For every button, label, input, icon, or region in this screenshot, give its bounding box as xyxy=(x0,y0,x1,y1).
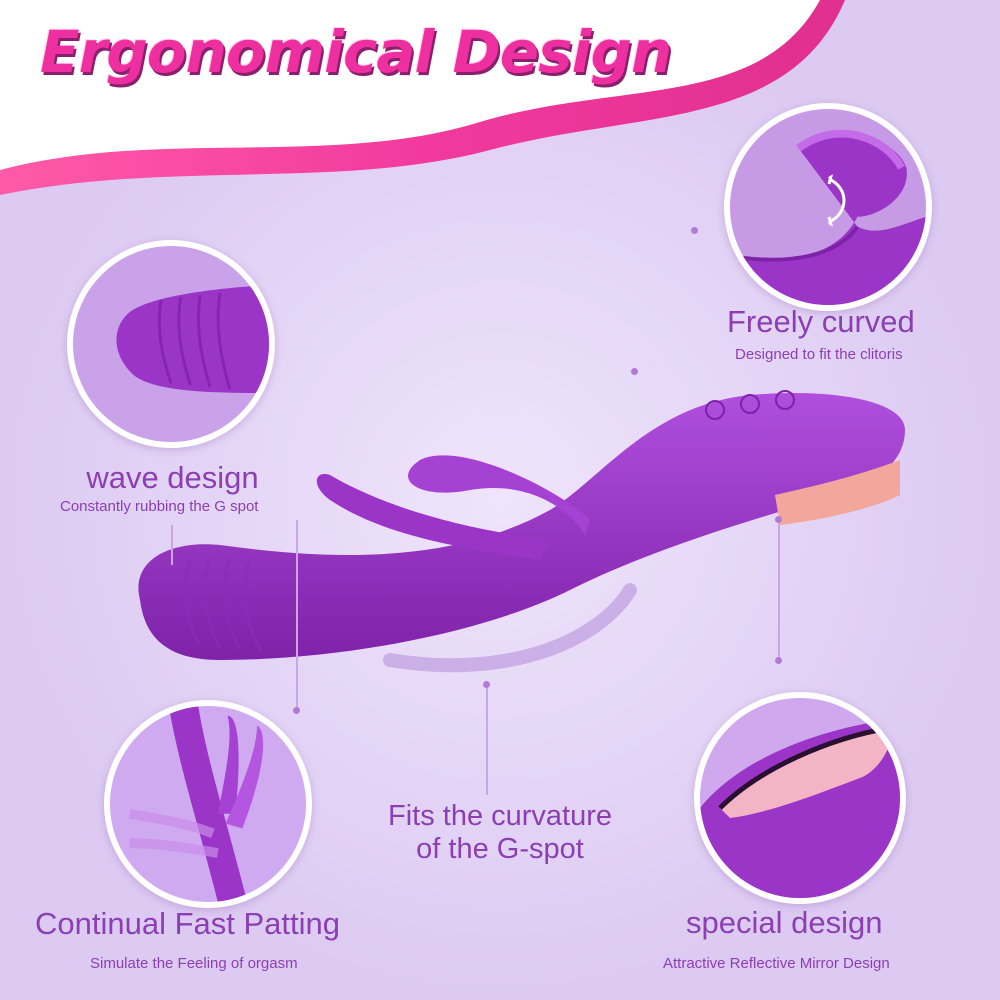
curve-arrow-icon xyxy=(822,174,846,227)
detail-circle-patting xyxy=(104,700,312,908)
curvature-line1: Fits the curvature xyxy=(387,800,613,832)
patting-title: Continual Fast Patting xyxy=(35,906,341,941)
page-title: Ergonomical Design xyxy=(40,18,672,86)
detail-circle-wave xyxy=(67,240,275,448)
detail-circle-curved xyxy=(724,103,932,311)
wave-design-title: wave design xyxy=(86,460,259,495)
curvature-line2: of the G-spot xyxy=(416,833,584,865)
freely-curved-title: Freely curved xyxy=(727,304,915,339)
product-illustration xyxy=(138,390,905,673)
freely-curved-subtitle: Designed to fit the clitoris xyxy=(735,346,903,363)
special-design-subtitle: Attractive Reflective Mirror Design xyxy=(663,955,890,972)
special-design-title: special design xyxy=(686,905,883,940)
patting-subtitle: Simulate the Feeling of orgasm xyxy=(90,955,298,972)
detail-circle-special xyxy=(694,692,906,904)
wave-design-subtitle: Constantly rubbing the G spot xyxy=(60,498,259,515)
